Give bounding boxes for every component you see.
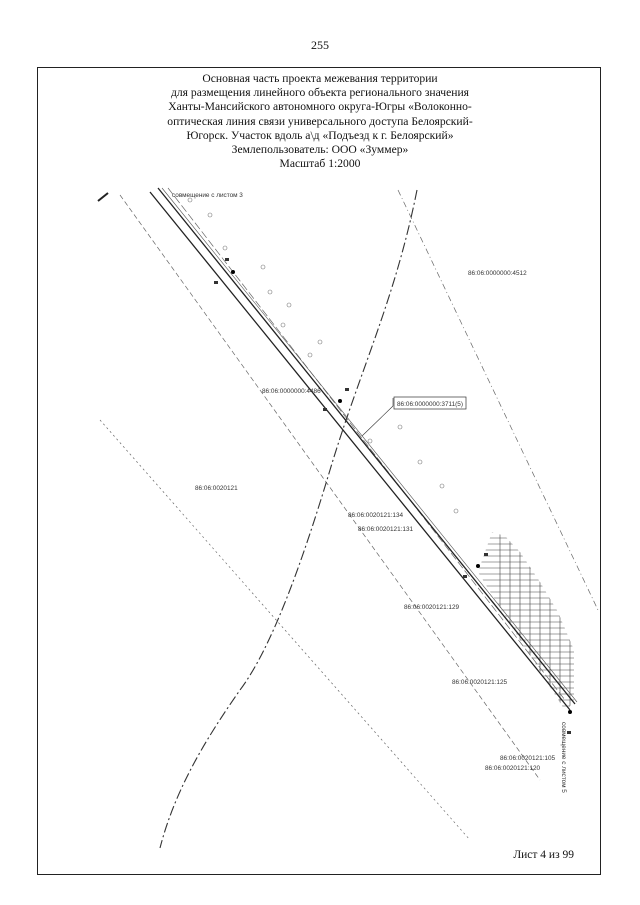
boxed-label-frame — [393, 396, 467, 410]
parcel-label: 86:06:0020121:129 — [404, 604, 460, 611]
cadastral-map: совмещение с листом 3 86:06:0000000:4512… — [97, 187, 599, 849]
label-leader — [361, 405, 394, 437]
title-line: Масштаб 1:2000 — [279, 157, 361, 171]
hatched-area — [478, 532, 574, 712]
tree-symbols — [187, 197, 459, 514]
sheet-number: Лист 4 из 99 — [513, 849, 574, 861]
map-title: Основная часть проекта межевания террито… — [70, 72, 570, 171]
survey-points — [231, 270, 572, 714]
parcel-label: 86:06:0000000:4486 — [262, 388, 321, 395]
vertical-label: совмещение с листом 5 — [560, 722, 567, 793]
top-left-label: совмещение с листом 3 — [172, 192, 243, 199]
title-line: для размещения линейного объекта региона… — [170, 86, 470, 100]
map-frame — [37, 67, 601, 875]
parcel-label: 86:06:0020121:131 — [358, 526, 414, 533]
building-symbols — [214, 258, 571, 734]
parcel-label: 86:06:0000000:3711(5) — [397, 401, 463, 408]
road-corridor — [97, 187, 578, 711]
title-line: Ханты-Мансийского автономного округа-Югр… — [168, 100, 472, 114]
title-line: Землепользователь: ООО «Зуммер» — [231, 143, 409, 157]
title-line: оптическая линия связи универсального до… — [167, 114, 473, 128]
page-number: 255 — [311, 38, 329, 52]
parcel-label: 86:06:0020121:120 — [485, 765, 541, 772]
parcel-label: 86:06:0000000:4512 — [468, 270, 527, 277]
parcel-label: 86:06:0020121:105 — [500, 755, 556, 762]
parcel-label: 86:06:0020121 — [195, 485, 238, 492]
parcel-boundaries — [99, 187, 599, 841]
parcel-label: 86:06:0020121:125 — [452, 679, 508, 686]
title-line: Основная часть проекта межевания террито… — [202, 72, 438, 85]
curved-route-line — [159, 189, 418, 849]
parcel-label: 86:06:0020121:134 — [348, 512, 404, 519]
title-line: Югорск. Участок вдоль а\д «Подъезд к г. … — [186, 128, 454, 142]
